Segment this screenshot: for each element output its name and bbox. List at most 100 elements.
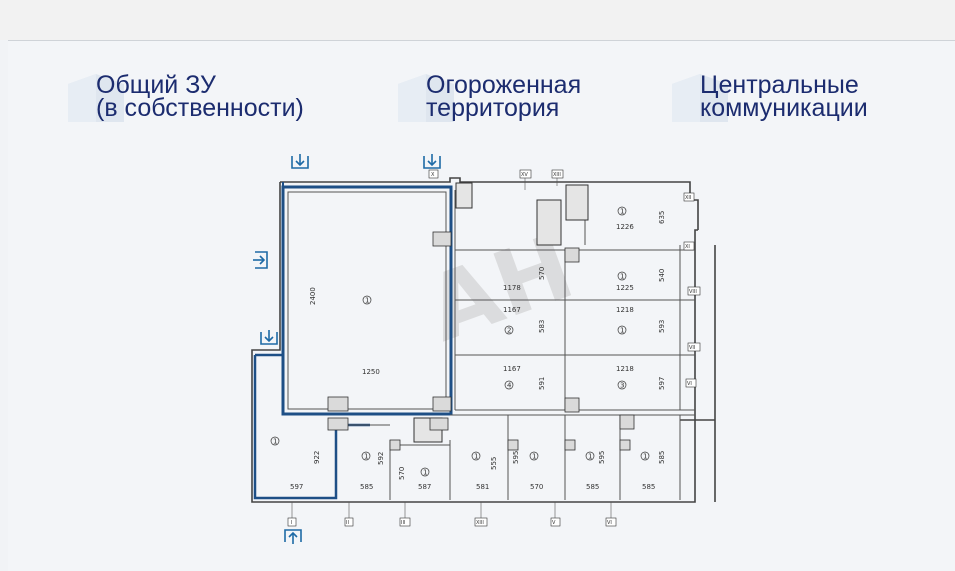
svg-text:1: 1 [364,453,368,461]
svg-text:1178: 1178 [503,284,521,292]
svg-text:595: 595 [598,451,606,464]
axis-marker: XV [519,169,532,179]
svg-text:581: 581 [476,483,489,491]
entrance-up-icon [284,529,302,544]
entrance-right-icon [253,251,268,269]
room-label: 1 1218 593 [616,306,666,335]
svg-text:1225: 1225 [616,284,634,292]
content-panel [8,41,955,571]
feature-line-1: Огороженная [426,71,582,99]
feature-title: Огороженная территория [426,71,582,121]
svg-text:4: 4 [507,382,512,390]
room-label: 1 1250 2400 [309,287,380,376]
feature-line-1: Центральные [700,71,859,99]
svg-text:I: I [291,520,292,526]
divider [8,40,955,41]
svg-text:593: 593 [658,320,666,333]
svg-text:585: 585 [360,483,373,491]
svg-text:555: 555 [490,457,498,470]
svg-text:597: 597 [658,377,666,390]
fixture-blocks [327,231,635,451]
svg-text:VIII: VIII [689,289,697,295]
axis-marker: III [399,517,411,527]
svg-text:570: 570 [530,483,543,491]
svg-text:1: 1 [423,469,427,477]
svg-text:III: III [401,520,405,526]
room-label: 4 1167 591 [503,365,546,390]
svg-text:922: 922 [313,451,321,464]
entrance-down-icon [423,154,441,169]
svg-text:XI: XI [685,244,690,250]
svg-text:II: II [346,520,349,526]
svg-text:1: 1 [365,297,369,305]
svg-text:XV: XV [521,172,528,178]
svg-text:VII: VII [689,345,695,351]
svg-text:2: 2 [507,327,511,335]
axis-marker: X [428,169,439,179]
svg-text:1: 1 [643,453,647,461]
svg-text:570: 570 [538,267,546,280]
top-bar [0,0,955,40]
svg-text:1218: 1218 [616,306,634,314]
svg-text:VI: VI [687,381,692,387]
svg-text:583: 583 [538,320,546,333]
svg-text:1: 1 [620,208,624,216]
svg-text:587: 587 [418,483,431,491]
axis-marker: I [287,517,297,527]
room-label: 1 585 592 [360,452,385,491]
svg-text:XIII: XIII [553,172,561,178]
svg-text:1: 1 [620,327,624,335]
svg-text:2400: 2400 [309,287,317,305]
room-label: 1 585 595 [585,451,606,491]
svg-text:1226: 1226 [616,223,634,231]
feature-central-utilities: Центральные коммуникации [672,71,912,134]
feature-line-1: Общий ЗУ [96,71,216,99]
cube-decoration-icon [398,74,454,122]
svg-text:1: 1 [620,273,624,281]
room-label: 3 1218 597 [616,365,666,390]
room-label: 1 1225 540 [616,269,666,292]
svg-text:570: 570 [398,467,406,480]
axis-markers: X XV XIII XII XI VIII VII VI I II III XI… [287,169,701,527]
axis-marker: VIII [687,286,701,296]
svg-text:X: X [431,172,435,178]
svg-text:1167: 1167 [503,365,521,373]
main-hall-inner [287,191,447,410]
entrance-arrows [253,154,441,544]
room-label: 1 1226 635 [616,206,666,231]
axis-leaders [291,178,612,518]
axis-marker: XII [683,192,695,202]
svg-text:1: 1 [588,453,592,461]
interior-walls [336,190,695,500]
svg-text:585: 585 [586,483,599,491]
svg-text:1167: 1167 [503,306,521,314]
axis-marker: XIII [551,169,564,179]
feature-line-2: (в собственности) [96,94,304,122]
feature-common-land: Общий ЗУ (в собственности) [68,71,348,134]
svg-text:540: 540 [658,269,666,282]
axis-marker: VI [685,378,697,388]
cube-decoration-icon [672,74,728,122]
axis-marker: VI [605,517,617,527]
room-label: 1 597 922 [270,436,321,491]
room-label: 1 587 570 [398,467,431,491]
room-label: 2 1167 583 [503,306,546,335]
feature-line-2: коммуникации [700,94,868,122]
axis-marker: VII [687,342,701,352]
room-label: 1 585 585 [640,451,666,491]
room-label: 1 570 595 [512,451,543,491]
room-outline-blue [253,355,370,500]
svg-text:1250: 1250 [362,368,380,376]
svg-text:1: 1 [273,438,277,446]
svg-text:V: V [552,520,556,526]
svg-text:597: 597 [290,483,303,491]
outer-walls [251,177,716,503]
feature-title: Центральные коммуникации [700,71,868,122]
room-label: 1178 570 [503,267,546,292]
svg-text:1: 1 [532,453,536,461]
room-labels: 1 1250 2400 1 1226 635 1 1225 540 1178 5… [270,206,666,491]
room-label: 1 581 555 [471,451,498,491]
svg-text:585: 585 [642,483,655,491]
feature-fenced-territory: Огороженная территория [398,71,638,134]
axis-marker: II [344,517,354,527]
